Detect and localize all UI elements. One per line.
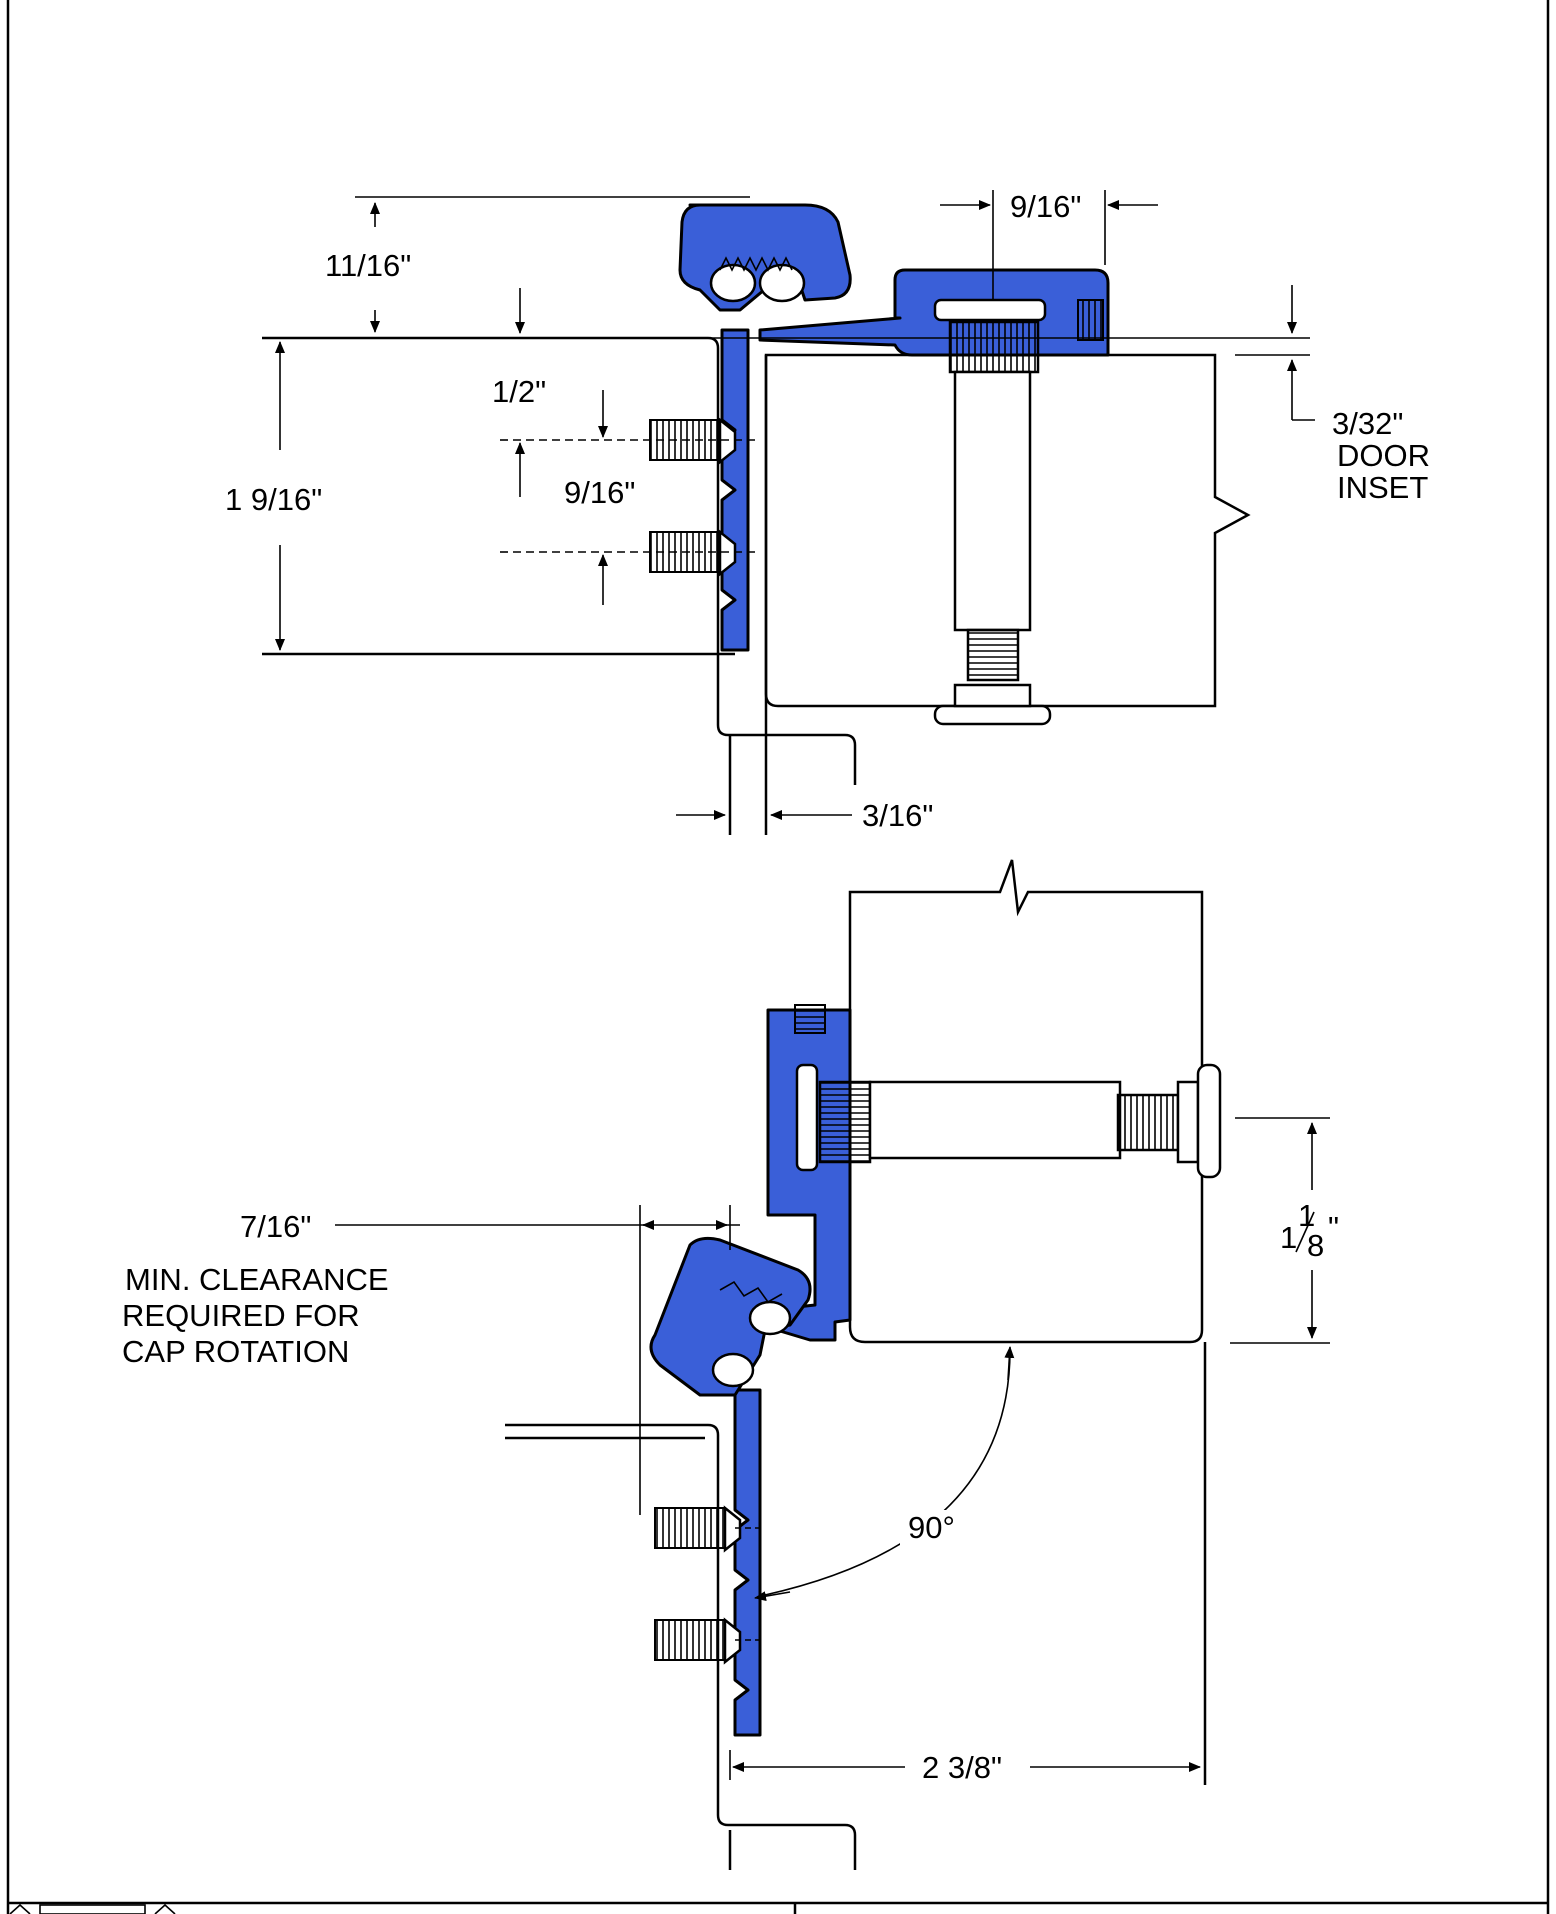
frame-screw-bottom-1 <box>654 1505 742 1553</box>
pin-housing-bottom <box>795 1063 819 1172</box>
pin-housing-top <box>933 298 1047 322</box>
dim-offset-num: 1 <box>1298 1198 1315 1233</box>
cap-gear-teeth <box>719 256 793 272</box>
cap-gear-right-bottom <box>748 1300 792 1336</box>
angle-label-mask <box>900 1510 960 1548</box>
note-clearance-line3: CAP ROTATION <box>122 1334 349 1369</box>
bottom-view: 7/16" MIN. CLEARANCE REQUIRED FOR CAP RO… <box>122 859 1339 1870</box>
top-view: 11/16" 9/16" 1/2" 9/16" 1 9/16" 3/32" DO… <box>225 189 1430 835</box>
frame-leaf-blue-bottom <box>733 1388 762 1737</box>
dim-overall-width: 2 3/8" <box>922 1750 1002 1785</box>
dim-leaf-gap: 3/16" <box>862 798 933 833</box>
dim-offset-den: 8 <box>1307 1228 1324 1263</box>
hinge-cap-bottom <box>649 1236 812 1397</box>
dim-angle-label: 90° <box>908 1510 955 1545</box>
cap-gear-left-bottom <box>711 1352 755 1388</box>
note-clearance-line2: REQUIRED FOR <box>122 1298 360 1333</box>
frame-screw-top-1 <box>649 417 737 465</box>
pin-bottom <box>818 1063 1222 1179</box>
title-block-fragment <box>9 1903 176 1914</box>
frame-leaf-blue-top <box>720 328 750 652</box>
dim-cap-height: 11/16" <box>325 248 411 283</box>
dim-door-inset-line2: INSET <box>1337 470 1428 505</box>
dim-door-inset-value: 3/32" <box>1332 406 1403 441</box>
cap-gear-right <box>758 263 806 303</box>
dim-clearance-value: 7/16" <box>240 1209 311 1244</box>
frame-screw-top-2 <box>649 529 737 577</box>
set-screw-bottom <box>794 1004 826 1034</box>
door-leaf-top <box>764 353 1251 708</box>
dim-screw-spacing: 9/16" <box>564 475 635 510</box>
cap-gear-teeth-bottom <box>719 1280 783 1304</box>
dim-offset-unit: " <box>1328 1210 1339 1245</box>
pin-top <box>933 320 1052 726</box>
dim-frame-height: 1 9/16" <box>225 482 322 517</box>
dim-door-inset-line1: DOOR <box>1337 438 1430 473</box>
sheet-border <box>6 0 1550 1914</box>
set-screw-top <box>1077 299 1104 341</box>
frame-profile-bottom <box>505 1423 857 1870</box>
note-clearance-line1: MIN. CLEARANCE <box>125 1262 389 1297</box>
frame-screw-bottom-2 <box>654 1617 742 1665</box>
cap-gear-left <box>709 263 757 303</box>
dim-pin-offset: 9/16" <box>1010 189 1081 224</box>
dim-frame-half: 1/2" <box>492 374 546 409</box>
dim-offset-whole: 1 <box>1280 1220 1297 1255</box>
door-leaf-bottom <box>848 859 1204 1344</box>
